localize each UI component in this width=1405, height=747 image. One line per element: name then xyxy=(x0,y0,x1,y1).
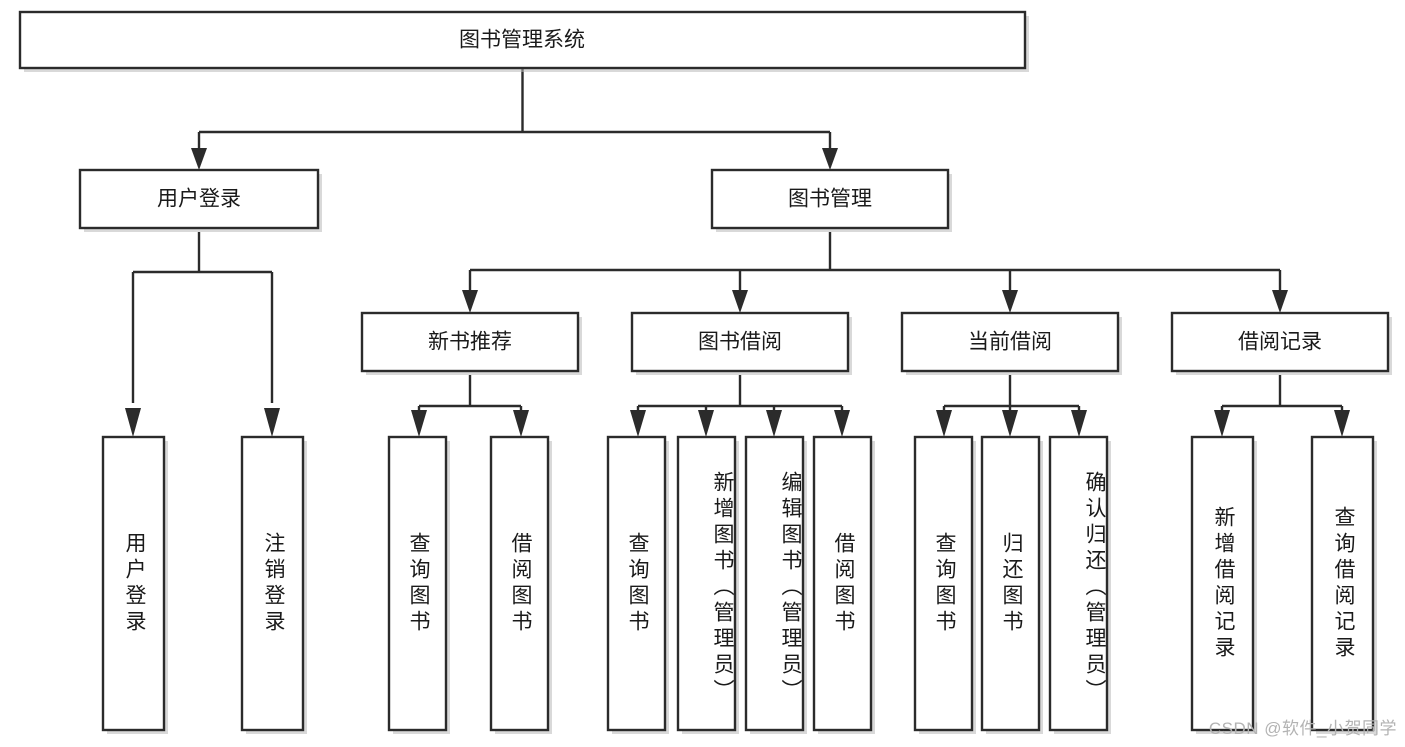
leaf-query-book-3-box[interactable] xyxy=(913,435,974,732)
book-borrow-box[interactable] xyxy=(630,311,850,373)
current-borrow-box[interactable] xyxy=(900,311,1120,373)
node-leaf-borrow-book-1[interactable] xyxy=(489,435,552,734)
node-leaf-add-record[interactable] xyxy=(1190,435,1257,734)
user-login-label: 用户登录 xyxy=(157,188,241,211)
leaf-query-book-1-box[interactable] xyxy=(387,435,448,732)
node-leaf-borrow-book-2[interactable] xyxy=(812,435,875,734)
new-book-recommend-box[interactable] xyxy=(360,311,580,373)
arrow-leaf-query-book-2 xyxy=(630,410,646,437)
arrow-leaf-logout-login xyxy=(264,408,280,437)
leaf-borrow-book-1-box[interactable] xyxy=(489,435,550,732)
leaf-return-book-box[interactable] xyxy=(980,435,1041,732)
arrow-leaf-query-book-1 xyxy=(411,410,427,437)
node-borrow-record[interactable]: 借阅记录 xyxy=(1170,311,1392,375)
arrow-current-borrow xyxy=(1002,290,1018,313)
root-label: 图书管理系统 xyxy=(459,29,585,52)
new-book-recommend-label: 新书推荐 xyxy=(428,331,512,354)
arrow-leaf-query-record xyxy=(1334,410,1350,437)
node-leaf-return-book[interactable] xyxy=(980,435,1043,734)
borrow-record-box[interactable] xyxy=(1170,311,1390,373)
leaf-query-book-2-box[interactable] xyxy=(606,435,667,732)
node-new-book-recommend[interactable]: 新书推荐 xyxy=(360,311,582,375)
leaf-confirm-return-box[interactable] xyxy=(1048,435,1109,732)
arrow-book-management xyxy=(822,148,838,170)
arrow-leaf-add-record xyxy=(1214,410,1230,437)
current-borrow-label: 当前借阅 xyxy=(968,331,1052,354)
arrow-user-login xyxy=(191,148,207,170)
csdn-watermark: CSDN @软件_小贺同学 xyxy=(1208,719,1397,738)
arrow-leaf-user-login xyxy=(125,408,141,437)
node-leaf-query-book-2[interactable] xyxy=(606,435,669,734)
arrow-leaf-confirm-return xyxy=(1071,410,1087,437)
arrow-leaf-edit-book xyxy=(766,410,782,437)
arrow-leaf-borrow-book-1 xyxy=(513,410,529,437)
arrow-leaf-return-book xyxy=(1002,410,1018,437)
arrow-leaf-query-book-3 xyxy=(936,410,952,437)
node-current-borrow[interactable]: 当前借阅 xyxy=(900,311,1122,375)
leaf-borrow-book-2-box[interactable] xyxy=(812,435,873,732)
arrow-new-book-recommend xyxy=(462,290,478,313)
node-leaf-confirm-return[interactable] xyxy=(1048,435,1111,734)
leaf-edit-book-box[interactable] xyxy=(744,435,805,732)
arrow-book-borrow xyxy=(732,290,748,313)
node-leaf-add-book[interactable] xyxy=(676,435,739,734)
node-leaf-query-record[interactable] xyxy=(1310,435,1377,734)
borrow-record-label: 借阅记录 xyxy=(1238,331,1322,354)
node-book-management[interactable]: 图书管理 xyxy=(710,168,952,232)
arrow-borrow-record xyxy=(1272,290,1288,313)
node-leaf-query-book-3[interactable] xyxy=(913,435,976,734)
leaf-logout-login-box[interactable] xyxy=(240,435,305,732)
node-layer: 图书管理系统 用户登录 图书管理 新书推荐 xyxy=(18,10,1392,734)
arrow-leaf-borrow-book-2 xyxy=(834,410,850,437)
book-management-box[interactable] xyxy=(710,168,950,230)
user-login-box[interactable] xyxy=(78,168,320,230)
book-management-label: 图书管理 xyxy=(788,188,872,211)
leaf-user-login-box[interactable] xyxy=(101,435,166,732)
node-leaf-user-login[interactable] xyxy=(101,435,168,734)
leaf-query-record-box[interactable] xyxy=(1310,435,1375,732)
arrow-leaf-add-book xyxy=(698,410,714,437)
node-leaf-logout-login[interactable] xyxy=(240,435,307,734)
node-book-borrow[interactable]: 图书借阅 xyxy=(630,311,852,375)
leaf-add-record-box[interactable] xyxy=(1190,435,1255,732)
leaf-add-book-box[interactable] xyxy=(676,435,737,732)
node-leaf-edit-book[interactable] xyxy=(744,435,807,734)
root-box[interactable] xyxy=(18,10,1027,70)
node-leaf-query-book-1[interactable] xyxy=(387,435,450,734)
node-user-login[interactable]: 用户登录 xyxy=(78,168,322,232)
node-root[interactable]: 图书管理系统 xyxy=(18,10,1029,72)
book-borrow-label: 图书借阅 xyxy=(698,331,782,354)
connector-layer xyxy=(125,68,1350,437)
